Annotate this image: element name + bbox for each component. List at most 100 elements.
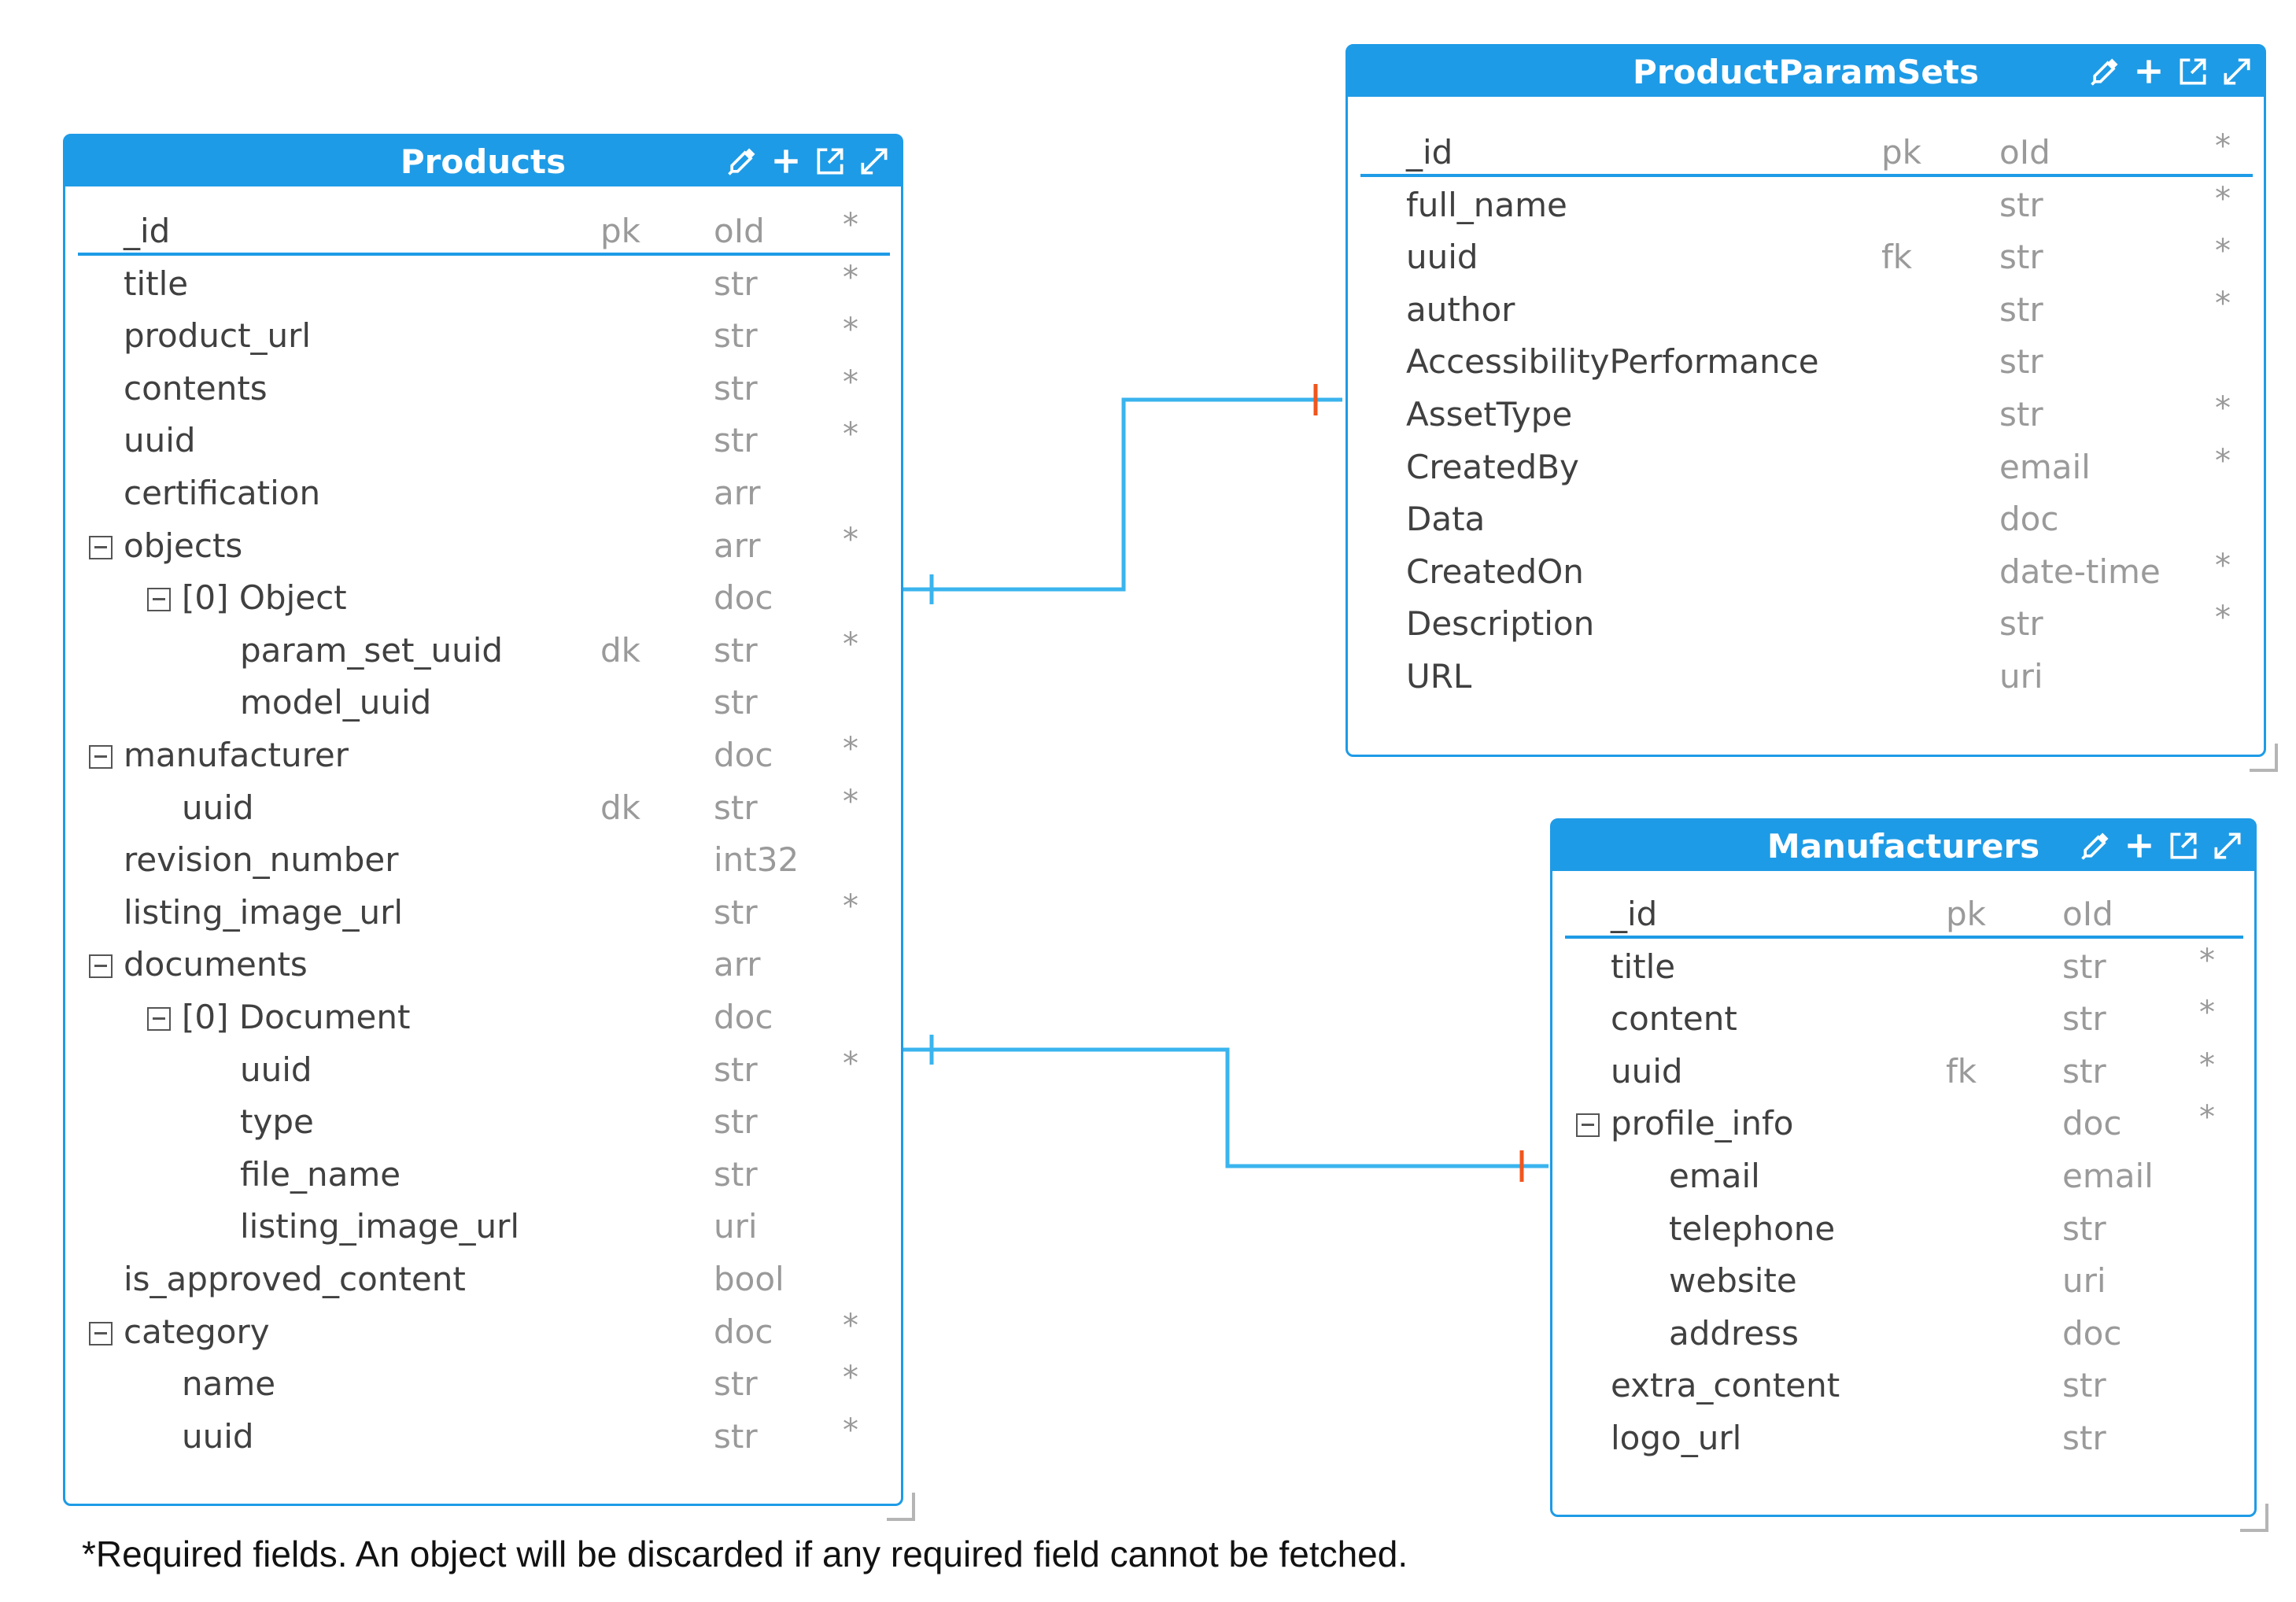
required-marker: * bbox=[843, 1412, 858, 1449]
required-marker: * bbox=[843, 312, 858, 349]
collapse-toggle-icon[interactable] bbox=[147, 1007, 171, 1031]
expand-icon[interactable] bbox=[2206, 824, 2250, 868]
field-name: AssetType bbox=[1406, 395, 1573, 434]
field-name: uuid bbox=[182, 788, 254, 827]
field-name: [0] Object bbox=[182, 578, 347, 618]
expand-icon[interactable] bbox=[2215, 50, 2259, 94]
field-type: str bbox=[714, 264, 758, 303]
field-name: name bbox=[182, 1364, 276, 1404]
field-type: str bbox=[2062, 947, 2106, 986]
collapse-toggle-icon[interactable] bbox=[1576, 1113, 1600, 1138]
field-name: objects bbox=[124, 526, 243, 565]
relationship-line-products-manufacturers[interactable] bbox=[900, 1035, 1549, 1182]
resize-handle[interactable] bbox=[2250, 744, 2278, 772]
field-type: str bbox=[714, 788, 758, 827]
collapse-toggle-icon[interactable] bbox=[89, 745, 113, 769]
required-marker: * bbox=[2215, 233, 2231, 270]
field-type: uri bbox=[2062, 1261, 2106, 1301]
field-name: manufacturer bbox=[124, 736, 349, 774]
table-header[interactable]: Products bbox=[65, 136, 901, 186]
field-name: _id bbox=[124, 212, 171, 250]
open-external-icon[interactable] bbox=[2171, 50, 2215, 94]
expand-icon[interactable] bbox=[852, 139, 896, 183]
field-name: logo_url bbox=[1611, 1419, 1742, 1457]
collapse-toggle-icon[interactable] bbox=[89, 535, 113, 559]
plus-icon[interactable] bbox=[2117, 824, 2161, 868]
resize-handle[interactable] bbox=[2240, 1504, 2268, 1532]
eyedropper-icon[interactable] bbox=[2083, 50, 2127, 94]
table-title: ProductParamSets bbox=[1633, 52, 1979, 91]
collapse-toggle-icon[interactable] bbox=[147, 588, 171, 612]
field-type: arr bbox=[714, 945, 761, 984]
collapse-toggle-icon[interactable] bbox=[89, 954, 113, 979]
open-external-icon[interactable] bbox=[2161, 824, 2206, 868]
resize-handle[interactable] bbox=[887, 1493, 915, 1521]
open-external-icon[interactable] bbox=[808, 139, 852, 183]
table-header[interactable]: ProductParamSets bbox=[1348, 46, 2264, 97]
eyedropper-icon[interactable] bbox=[720, 139, 764, 183]
plus-icon[interactable] bbox=[764, 139, 808, 183]
required-marker: * bbox=[2215, 442, 2231, 479]
eyedropper-icon[interactable] bbox=[2073, 824, 2117, 868]
plus-icon[interactable] bbox=[2127, 50, 2171, 94]
field-type: oId bbox=[2062, 895, 2113, 933]
table-header[interactable]: Manufacturers bbox=[1552, 821, 2254, 871]
field-name: CreatedBy bbox=[1406, 447, 1579, 486]
relationship-line-products-productparamsets[interactable] bbox=[900, 384, 1342, 604]
field-name: Description bbox=[1406, 604, 1595, 644]
field-type: str bbox=[1999, 342, 2043, 382]
required-marker: * bbox=[2199, 1046, 2215, 1083]
collapse-toggle-icon[interactable] bbox=[89, 1321, 113, 1345]
field-type: int32 bbox=[714, 840, 799, 880]
